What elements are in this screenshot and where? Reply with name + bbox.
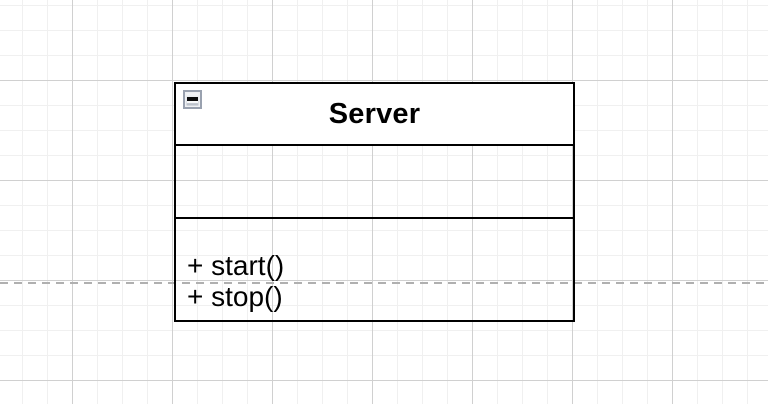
uml-class-header[interactable]: Server bbox=[176, 84, 573, 146]
uml-class-methods-compartment[interactable]: + start() + stop() bbox=[176, 219, 573, 320]
uml-class-attributes-compartment[interactable] bbox=[176, 146, 573, 219]
uml-class-title: Server bbox=[328, 97, 421, 130]
collapse-button[interactable] bbox=[182, 89, 202, 109]
uml-class-shape[interactable]: Server + start() + stop() bbox=[174, 82, 575, 322]
minus-icon bbox=[186, 97, 198, 101]
uml-method-stop[interactable]: + stop() bbox=[187, 281, 283, 312]
uml-method-start[interactable]: + start() bbox=[187, 250, 285, 281]
page-break-divider bbox=[0, 282, 768, 284]
